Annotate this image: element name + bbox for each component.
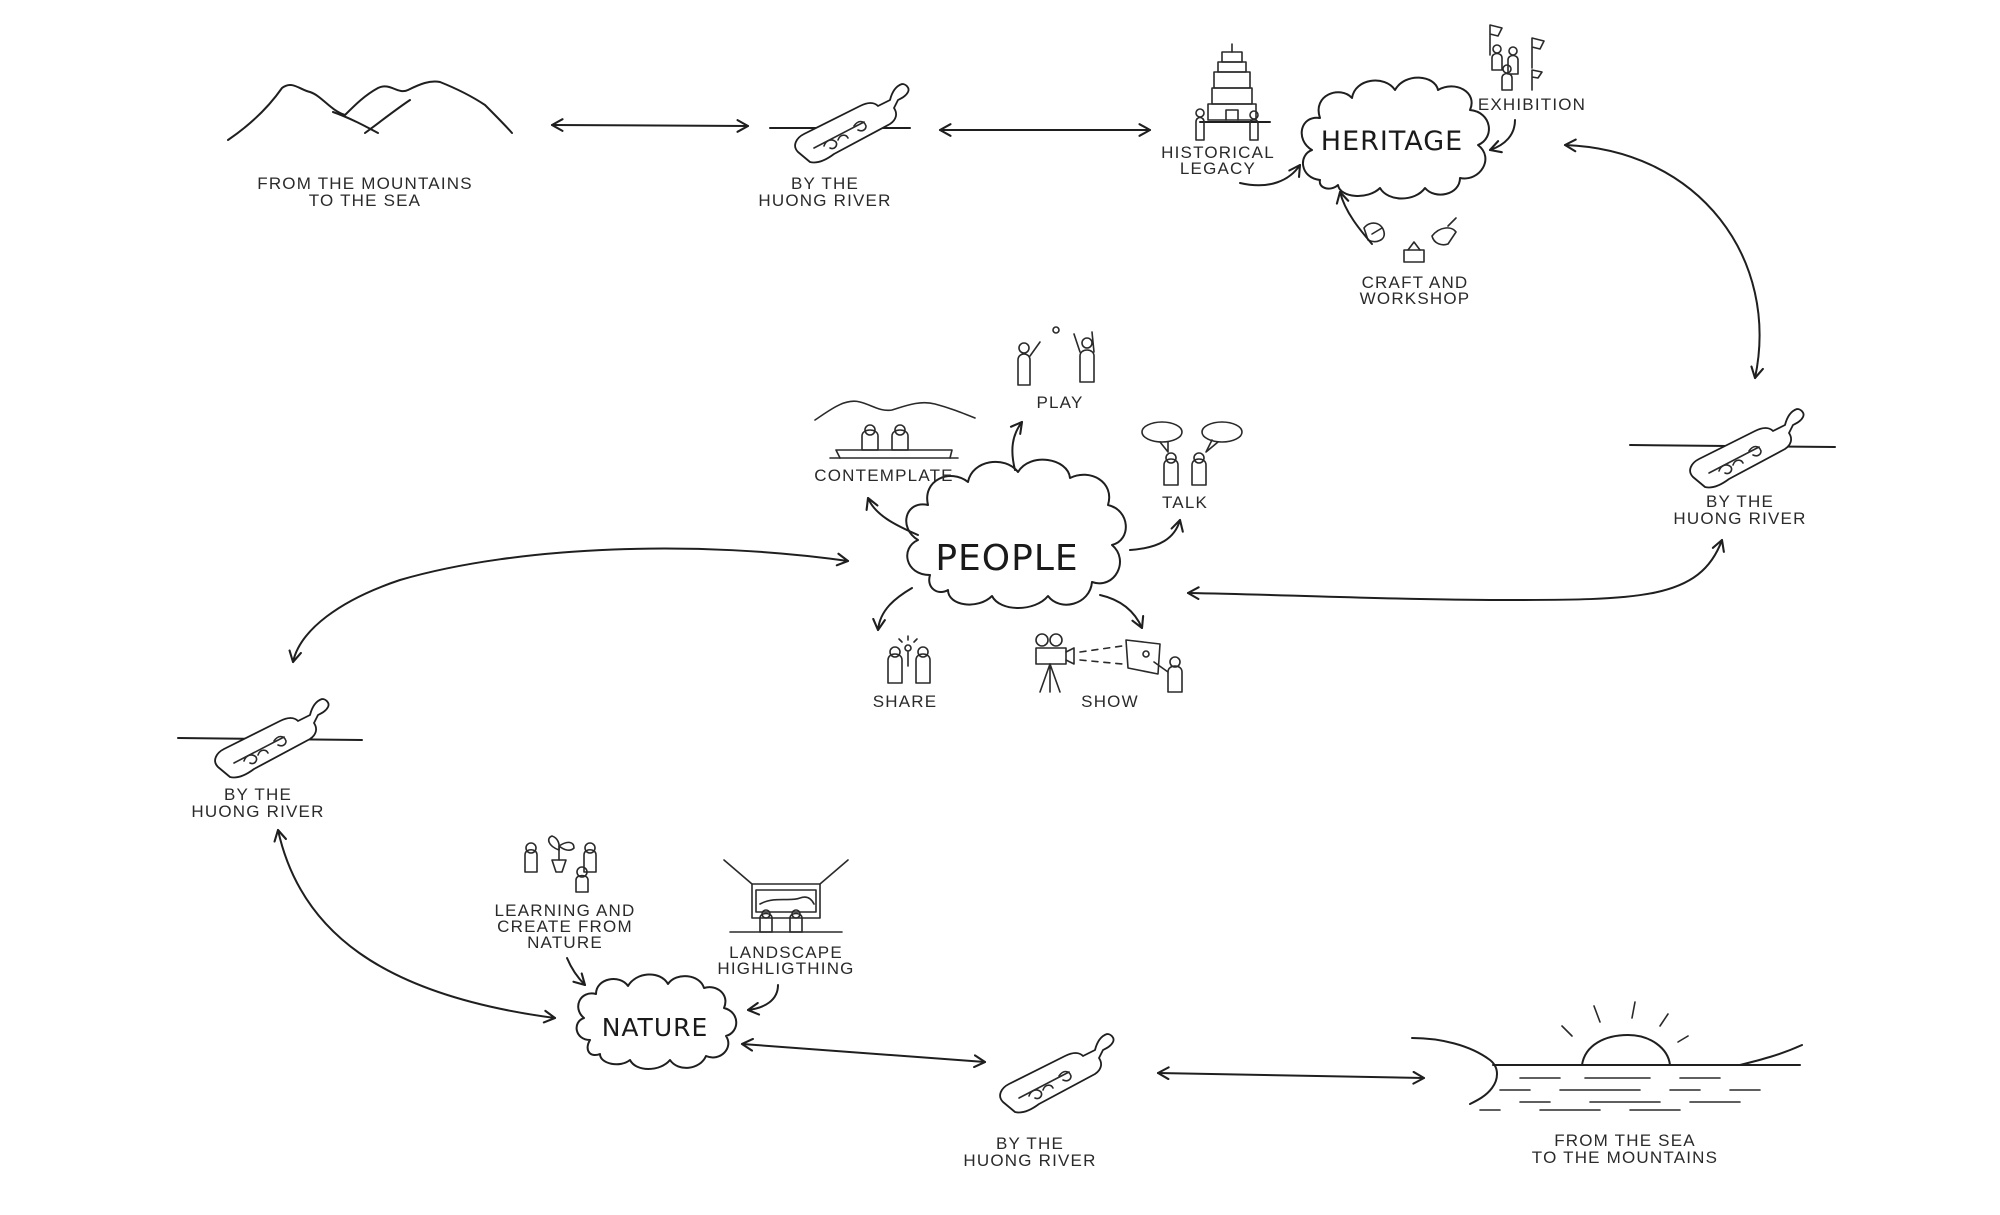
sea-to-mountains-node: FROM THE SEA TO THE MOUNTAINS <box>1411 1001 1803 1167</box>
people-cloud-node: PEOPLE <box>905 458 1127 609</box>
craft-icon <box>1363 217 1457 263</box>
river-right-label-line1: BY THE <box>1706 492 1774 511</box>
share-label: SHARE <box>873 692 938 711</box>
landscape-node: LANDSCAPE HIGHLIGTHING <box>717 859 854 978</box>
heritage-label: HERITAGE <box>1321 126 1463 157</box>
landscape-label-line2: HIGHLIGTHING <box>717 959 854 978</box>
mountains-to-sea-label-line2: TO THE SEA <box>309 191 421 210</box>
arrow-heritage-river-right <box>1563 138 1764 380</box>
mountains-to-sea-node: FROM THE MOUNTAINS TO THE SEA <box>227 80 513 210</box>
sea-to-mountains-label-line2: TO THE MOUNTAINS <box>1532 1148 1718 1167</box>
historical-legacy-node: HISTORICAL LEGACY <box>1161 43 1275 178</box>
projector-icon <box>1035 633 1183 693</box>
bottle-icon <box>794 83 910 164</box>
river-right-label-line2: HUONG RIVER <box>1673 509 1806 528</box>
nature-cloud-node: NATURE <box>575 973 738 1070</box>
bottle-icon <box>999 1033 1115 1114</box>
learning-label-line1: LEARNING AND <box>495 901 636 920</box>
arrow-people-show <box>1099 594 1145 630</box>
sunset-icon <box>1411 1001 1803 1111</box>
arrow-people-contemplate <box>865 496 919 536</box>
river-left-label-line2: HUONG RIVER <box>191 802 324 821</box>
river-left-label-line1: BY THE <box>224 785 292 804</box>
contemplate-node: CONTEMPLATE <box>814 400 976 485</box>
learning-label-line2: CREATE FROM <box>497 917 633 936</box>
play-node: PLAY <box>1017 326 1095 412</box>
arrow-learning-nature <box>566 957 587 987</box>
contemplate-icon <box>814 400 976 459</box>
arrow-people-play <box>1009 420 1024 471</box>
river-left-node: BY THE HUONG RIVER <box>177 698 363 821</box>
craft-workshop-node: CRAFT AND WORKSHOP <box>1360 217 1471 308</box>
arrow-people-river-left <box>288 547 850 664</box>
exhibition-node: EXHIBITION <box>1478 24 1586 114</box>
heritage-cloud-node: HERITAGE <box>1300 76 1490 200</box>
river-right-node: BY THE HUONG RIVER <box>1629 408 1836 528</box>
learning-node: LEARNING AND CREATE FROM NATURE <box>495 835 636 952</box>
river-bottom-node: BY THE HUONG RIVER <box>963 1033 1115 1170</box>
window-icon <box>723 859 849 933</box>
heritage-cloud <box>1300 76 1490 200</box>
river-bottom-label-line1: BY THE <box>996 1134 1064 1153</box>
arrow-landscape-nature <box>746 984 779 1016</box>
nature-label: NATURE <box>602 1013 709 1042</box>
mountains-to-sea-label-line1: FROM THE MOUNTAINS <box>257 174 473 193</box>
mountains-icon <box>227 80 513 141</box>
craft-workshop-label-line1: CRAFT AND <box>1362 273 1469 292</box>
flags-icon <box>1489 24 1545 91</box>
river-top-node: BY THE HUONG RIVER <box>758 83 911 210</box>
nature-cloud <box>575 973 738 1070</box>
arrow-mountains-river-top <box>550 118 750 133</box>
river-top-label-line1: BY THE <box>791 174 859 193</box>
plants-icon <box>524 835 597 893</box>
arrow-nature-river-bottom <box>740 1037 987 1069</box>
talk-node: TALK <box>1141 421 1243 512</box>
play-icon <box>1017 326 1095 386</box>
people-label: PEOPLE <box>935 538 1078 579</box>
share-icon <box>887 635 931 684</box>
arrow-river-bottom-sea <box>1156 1066 1426 1085</box>
craft-workshop-label-line2: WORKSHOP <box>1360 289 1471 308</box>
arrow-river-right-people <box>1186 538 1725 601</box>
arrow-legacy-heritage <box>1239 163 1302 187</box>
show-node: SHOW <box>1035 633 1183 711</box>
share-node: SHARE <box>873 635 938 711</box>
exhibition-label: EXHIBITION <box>1478 95 1586 114</box>
arrow-people-share <box>872 587 913 632</box>
landscape-label-line1: LANDSCAPE <box>729 943 843 962</box>
contemplate-label: CONTEMPLATE <box>814 466 953 485</box>
historical-legacy-label-line1: HISTORICAL <box>1161 143 1275 162</box>
learning-label-line3: NATURE <box>527 933 603 952</box>
sea-to-mountains-label-line1: FROM THE SEA <box>1554 1131 1696 1150</box>
talk-icon <box>1141 421 1243 486</box>
arrow-exhibition-heritage <box>1488 119 1516 154</box>
arrow-river-left-nature <box>273 828 557 1024</box>
arrow-craft-heritage <box>1335 190 1373 245</box>
river-top-label-line2: HUONG RIVER <box>758 191 891 210</box>
people-cloud <box>905 458 1127 609</box>
talk-label: TALK <box>1162 493 1208 512</box>
historical-legacy-label-line2: LEGACY <box>1180 159 1256 178</box>
show-label: SHOW <box>1081 692 1139 711</box>
tower-icon <box>1195 43 1271 141</box>
play-label: PLAY <box>1036 393 1083 412</box>
arrow-people-talk <box>1129 518 1184 551</box>
river-bottom-label-line2: HUONG RIVER <box>963 1151 1096 1170</box>
bottle-icon <box>1689 408 1805 489</box>
